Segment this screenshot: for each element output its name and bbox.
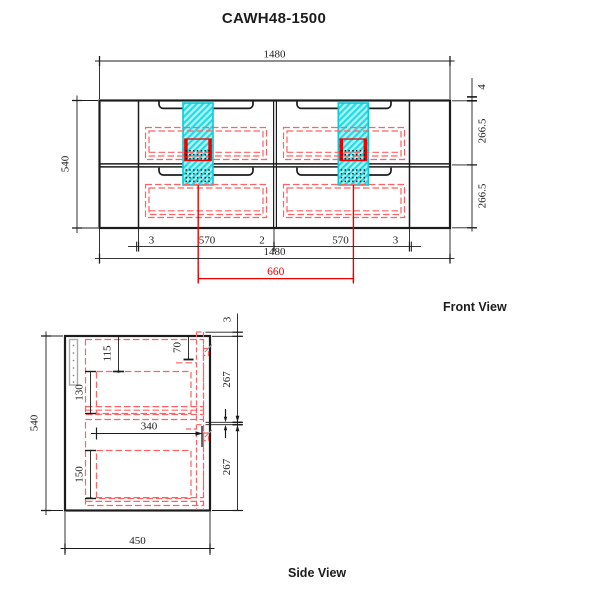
dim-text-front-top-gap: 4 xyxy=(476,84,488,90)
upper-hook-leader xyxy=(204,344,213,353)
side-upper-drawer-outer xyxy=(84,338,205,416)
dim-text-side-front-h-upper: 267 xyxy=(221,371,233,388)
box-depth-arrowhead xyxy=(195,431,203,436)
dim-text-side-height: 540 xyxy=(29,414,41,431)
front-view-label: Front View xyxy=(443,300,507,314)
dim-front-cutout-spacing: 660 xyxy=(197,266,355,284)
front-view-drawing: 1480 540 4 266.5 266.5 xyxy=(60,49,507,315)
dim-side-depth: 450 xyxy=(60,512,215,555)
dim-side-height: 540 xyxy=(29,331,63,515)
dim-text-side-box-h-lower: 150 xyxy=(74,466,86,483)
side-lower-drawer-outer xyxy=(84,418,205,507)
front-cabinet-outline xyxy=(98,99,452,230)
dim-side-top-inset: 70 xyxy=(172,336,194,361)
front-dotted-slide-rows xyxy=(185,150,366,183)
side-carcass-rect xyxy=(63,334,212,512)
lower-front-hook xyxy=(202,432,210,442)
side-view-label: Side View xyxy=(288,566,346,580)
dim-text-front-width-top: 1480 xyxy=(264,49,287,61)
upper-front-hook xyxy=(202,347,210,357)
dim-side-box-depth: 340 xyxy=(91,421,203,447)
mounting-rail-screw-holes xyxy=(72,344,75,383)
mounting-rail-plate xyxy=(68,338,79,386)
plumbing-cutout-right xyxy=(337,102,370,186)
dim-text-front-drawer-w-right: 570 xyxy=(332,235,349,247)
side-view-drawing: 115 70 130 150 340 xyxy=(29,313,346,580)
plumbing-cutout-left xyxy=(182,102,214,186)
side-mounting-rail xyxy=(68,338,79,386)
drawer-box-bottom-right-outer xyxy=(282,183,406,219)
dim-text-front-cutout-spacing: 660 xyxy=(267,266,285,278)
dim-side-box-h-lower: 150 xyxy=(74,449,96,500)
dim-text-side-front-h-lower: 267 xyxy=(221,458,233,475)
dim-front-bottom-segments: 3 570 2 570 3 xyxy=(128,229,421,252)
drawer-box-bottom-left-outer xyxy=(144,183,268,219)
lower-hook-leader xyxy=(204,429,213,438)
dim-text-front-gap-mid: 2 xyxy=(259,235,265,247)
side-upper-drawer-inner xyxy=(95,370,192,415)
dim-front-width-bottom: 1480 xyxy=(95,229,455,264)
dim-text-side-front-top-offset: 3 xyxy=(222,316,234,322)
page-title: CAWH48-1500 xyxy=(222,10,326,27)
front-trap-brackets xyxy=(184,138,368,162)
side-hook-leader-lines xyxy=(204,344,213,438)
dim-front-right-chain: 4 266.5 266.5 xyxy=(452,78,489,232)
side-drawer-front-profiles xyxy=(186,331,210,510)
drawer-box-top-right-outer xyxy=(282,126,406,161)
drawer-box-top-left-inner xyxy=(148,130,264,157)
dim-text-front-gap-right: 3 xyxy=(393,235,399,247)
dim-front-width-top: 1480 xyxy=(95,49,455,99)
dim-text-front-drawer-h-upper: 266.5 xyxy=(477,118,489,143)
dim-text-front-height: 540 xyxy=(60,155,72,172)
dim-text-side-depth: 450 xyxy=(129,535,146,547)
drawer-box-bottom-left-inner xyxy=(148,187,264,216)
drawer-box-top-left-outer xyxy=(144,126,268,161)
dim-text-side-rail-drop: 115 xyxy=(102,345,114,362)
side-drawer-boxes-dashed xyxy=(84,338,205,507)
dim-text-front-drawer-w-left: 570 xyxy=(199,235,216,247)
dim-side-rail-drop: 115 xyxy=(102,335,124,373)
dim-text-front-width-bottom: 1480 xyxy=(264,246,287,258)
dim-side-right-chain: 3 267 267 xyxy=(205,313,243,512)
dim-front-height: 540 xyxy=(60,95,98,233)
side-lower-drawer-inner xyxy=(95,449,192,500)
dim-text-side-box-depth: 340 xyxy=(141,421,158,433)
dim-text-front-gap-left: 3 xyxy=(149,235,155,247)
dim-text-side-top-inset: 70 xyxy=(172,342,184,354)
dim-text-front-drawer-h-lower: 266.5 xyxy=(477,183,489,208)
front-cutout-leader-lines xyxy=(197,185,355,282)
front-plumbing-cutouts xyxy=(182,102,370,186)
drawer-box-bottom-right-inner xyxy=(286,187,402,216)
dim-text-side-box-h-upper: 130 xyxy=(74,384,86,401)
dim-side-box-h-upper: 130 xyxy=(74,370,96,415)
front-drawer-boxes-dashed xyxy=(144,126,406,219)
drawer-box-top-right-inner xyxy=(286,130,402,157)
